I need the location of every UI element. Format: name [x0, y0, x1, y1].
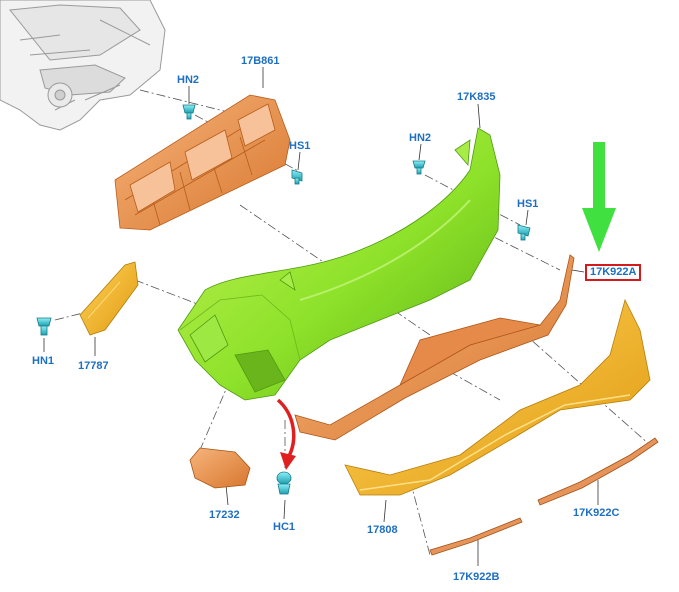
part-bumper-cover [177, 127, 501, 401]
label-17787: 17787 [78, 360, 109, 372]
label-HS1-right: HS1 [517, 198, 539, 210]
label-HN2-right: HN2 [409, 132, 432, 144]
part-17K922A-strip [294, 254, 575, 441]
part-17K922B-strip [429, 517, 523, 556]
label-HS1-top: HS1 [289, 140, 311, 152]
part-17808-lower-trim [344, 298, 651, 496]
part-17B861-bracket [114, 94, 291, 231]
fastener-HN2-top-icon [182, 104, 196, 120]
label-17808: 17808 [367, 524, 398, 536]
label-17B861: 17B861 [241, 55, 280, 67]
label-17K922A: 17K922A [585, 264, 642, 281]
label-ticks [43, 67, 599, 566]
fastener-HS1-top-icon [291, 169, 303, 185]
part-17787-bracket [79, 261, 139, 336]
label-HC1: HC1 [273, 521, 296, 533]
fastener-HC1-icon [276, 471, 292, 495]
label-17K835: 17K835 [457, 91, 496, 103]
label-HN2-top: HN2 [177, 74, 200, 86]
label-17K922C: 17K922C [573, 507, 620, 519]
red-curved-arrow-icon [276, 398, 296, 470]
label-17232: 17232 [209, 509, 240, 521]
vehicle-body-outline [0, 0, 166, 131]
label-17K922B: 17K922B [453, 571, 500, 583]
label-HN1: HN1 [32, 355, 55, 367]
part-17232-reflector [189, 447, 251, 489]
part-17K922C-strip [537, 437, 659, 506]
green-down-arrow-icon [582, 142, 616, 252]
fastener-HS1-right-icon [517, 224, 531, 241]
fastener-HN1-icon [36, 317, 52, 336]
fastener-HN2-right-icon [412, 160, 426, 175]
